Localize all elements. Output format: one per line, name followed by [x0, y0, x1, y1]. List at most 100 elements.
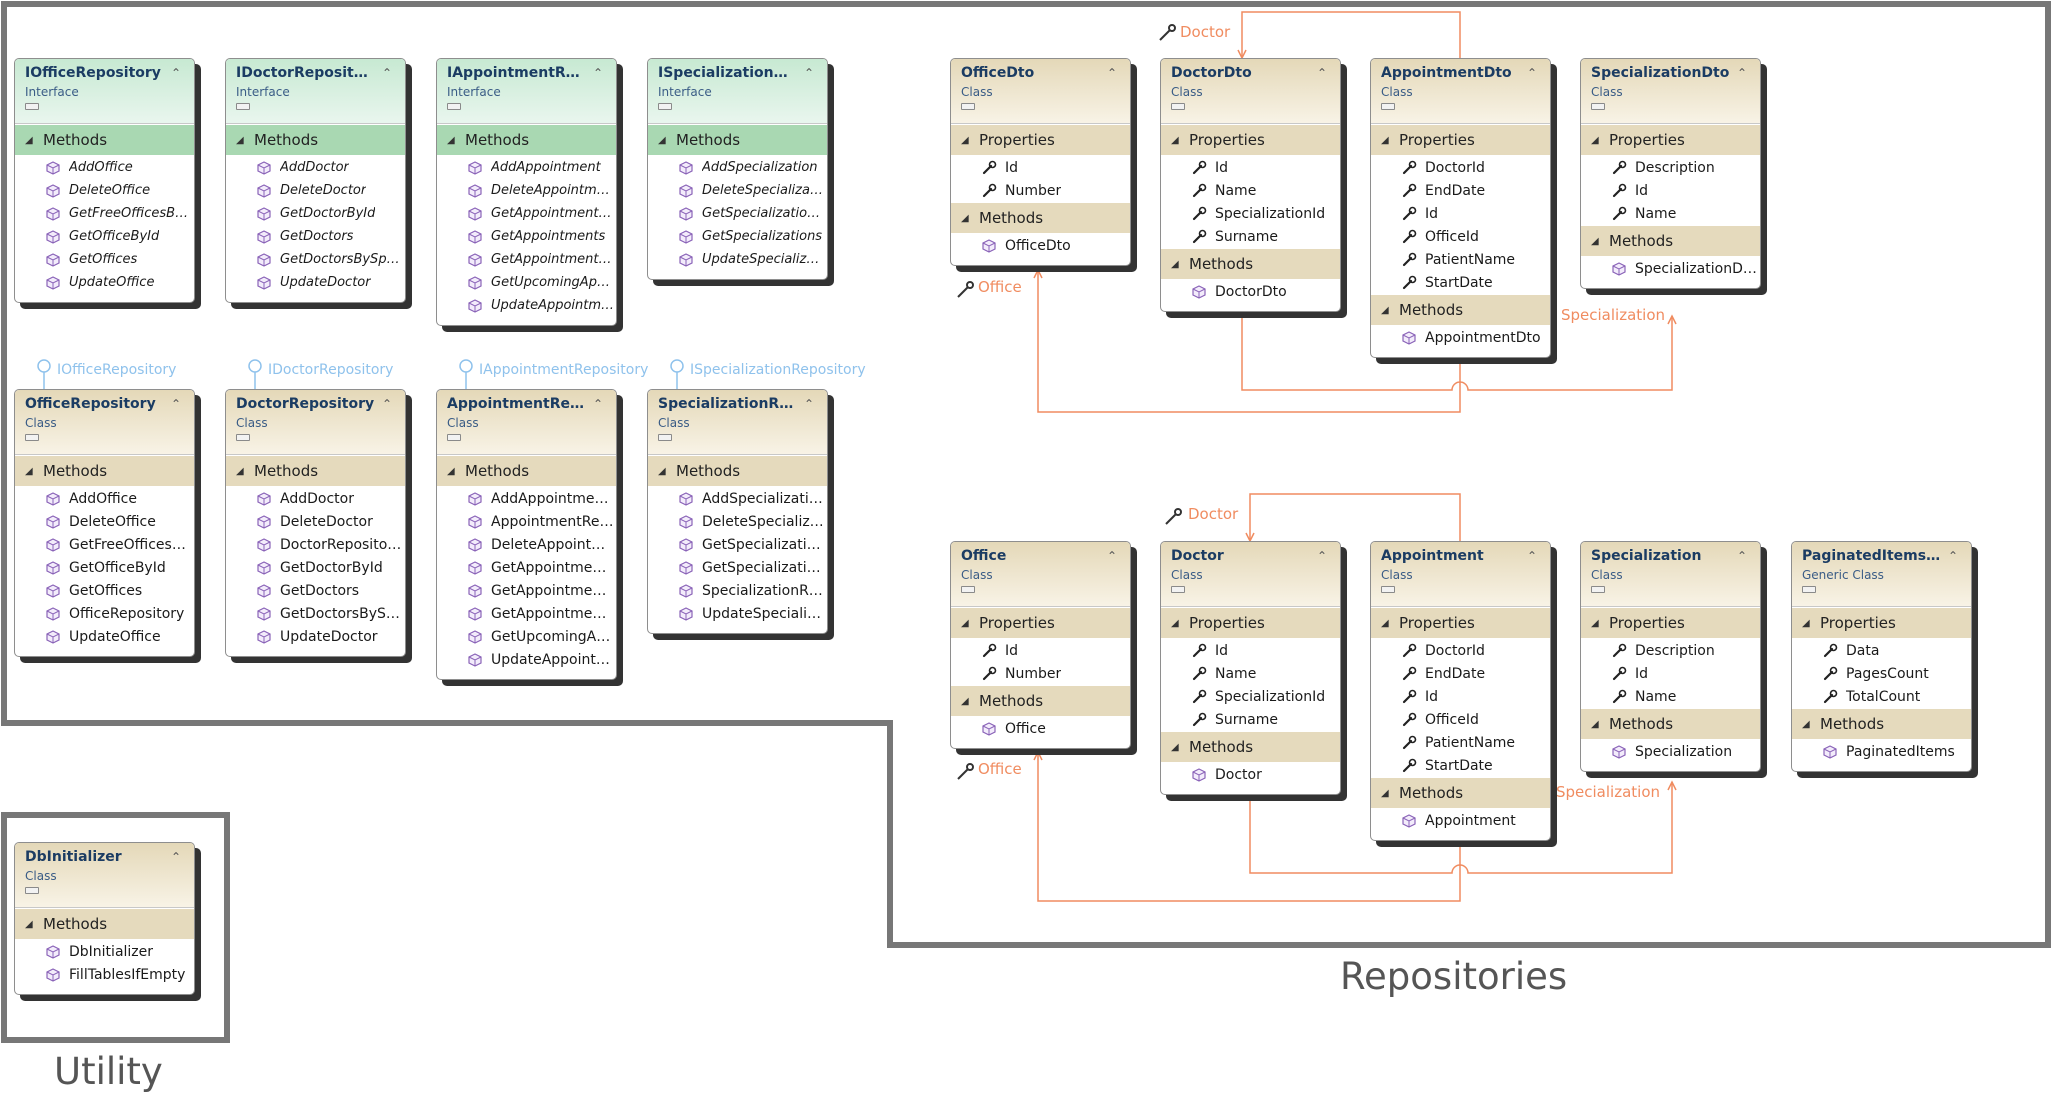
property-item[interactable]: EndDate [1371, 179, 1550, 202]
expand-triangle-icon[interactable]: ◢ [1171, 258, 1179, 270]
method-item[interactable]: DeleteDoctor [226, 510, 405, 533]
expand-triangle-icon[interactable]: ◢ [1381, 787, 1389, 799]
section-header-methods[interactable]: ◢Methods [1581, 709, 1760, 739]
method-item[interactable]: DeleteAppointment [437, 179, 616, 202]
property-item[interactable]: Number [951, 662, 1130, 685]
section-header-methods[interactable]: ◢Methods [437, 456, 616, 486]
property-item[interactable]: Id [1371, 202, 1550, 225]
expand-triangle-icon[interactable]: ◢ [961, 695, 969, 707]
expand-triangle-icon[interactable]: ◢ [1591, 617, 1599, 629]
property-item[interactable]: SpecializationId [1161, 202, 1340, 225]
method-item[interactable]: AddDoctor [226, 487, 405, 510]
method-item[interactable]: GetOffices [15, 579, 194, 602]
section-header-properties[interactable]: ◢Properties [1161, 608, 1340, 638]
expand-triangle-icon[interactable]: ◢ [1381, 134, 1389, 146]
method-item[interactable]: DeleteDoctor [226, 179, 405, 202]
toggle-details-icon[interactable] [25, 103, 39, 110]
collapse-chevron-icon[interactable]: ⌃ [803, 66, 815, 80]
expand-triangle-icon[interactable]: ◢ [658, 134, 666, 146]
section-header-properties[interactable]: ◢Properties [1371, 608, 1550, 638]
property-item[interactable]: PagesCount [1792, 662, 1971, 685]
collapse-chevron-icon[interactable]: ⌃ [1736, 66, 1748, 80]
method-item[interactable]: DbInitializer [15, 940, 194, 963]
method-item[interactable]: DeleteSpecializ… [648, 510, 827, 533]
method-item[interactable]: FillTablesIfEmpty [15, 963, 194, 986]
method-item[interactable]: GetAppointme… [437, 579, 616, 602]
expand-triangle-icon[interactable]: ◢ [658, 465, 666, 477]
expand-triangle-icon[interactable]: ◢ [1171, 741, 1179, 753]
property-item[interactable]: PatientName [1371, 731, 1550, 754]
method-item[interactable]: GetAppointments [437, 225, 616, 248]
property-item[interactable]: Id [1371, 685, 1550, 708]
section-header-properties[interactable]: ◢Properties [951, 608, 1130, 638]
method-item[interactable]: UpdateOffice [15, 625, 194, 648]
class-header[interactable]: IAppointmentR…Interface⌃ [437, 59, 616, 124]
property-item[interactable]: OfficeId [1371, 708, 1550, 731]
property-item[interactable]: Data [1792, 639, 1971, 662]
property-item[interactable]: SpecializationId [1161, 685, 1340, 708]
class-header[interactable]: IDoctorReposito…Interface⌃ [226, 59, 405, 124]
method-item[interactable]: GetDoctors [226, 225, 405, 248]
method-item[interactable]: DeleteOffice [15, 510, 194, 533]
method-item[interactable]: OfficeRepository [15, 602, 194, 625]
property-item[interactable]: Id [1581, 179, 1760, 202]
expand-triangle-icon[interactable]: ◢ [1591, 235, 1599, 247]
expand-triangle-icon[interactable]: ◢ [1171, 617, 1179, 629]
collapse-chevron-icon[interactable]: ⌃ [170, 66, 182, 80]
method-item[interactable]: GetAppointme… [437, 556, 616, 579]
toggle-details-icon[interactable] [1591, 586, 1605, 593]
property-item[interactable]: DoctorId [1371, 156, 1550, 179]
class-header[interactable]: PaginatedItems…Generic Class⌃ [1792, 542, 1971, 607]
toggle-details-icon[interactable] [1802, 586, 1816, 593]
method-item[interactable]: UpdateSpecializat… [648, 248, 827, 271]
method-item[interactable]: GetSpecialization… [648, 202, 827, 225]
toggle-details-icon[interactable] [25, 887, 39, 894]
property-item[interactable]: StartDate [1371, 271, 1550, 294]
property-item[interactable]: TotalCount [1792, 685, 1971, 708]
property-item[interactable]: Description [1581, 156, 1760, 179]
expand-triangle-icon[interactable]: ◢ [236, 465, 244, 477]
property-item[interactable]: Id [951, 639, 1130, 662]
section-header-methods[interactable]: ◢Methods [437, 125, 616, 155]
method-item[interactable]: GetFreeOffices… [15, 533, 194, 556]
collapse-chevron-icon[interactable]: ⌃ [170, 397, 182, 411]
expand-triangle-icon[interactable]: ◢ [961, 212, 969, 224]
expand-triangle-icon[interactable]: ◢ [25, 465, 33, 477]
method-item[interactable]: GetDoctorById [226, 556, 405, 579]
method-item[interactable]: PaginatedItems [1792, 740, 1971, 763]
property-item[interactable]: Name [1161, 179, 1340, 202]
method-item[interactable]: GetAppointments… [437, 248, 616, 271]
method-item[interactable]: AddDoctor [226, 156, 405, 179]
collapse-chevron-icon[interactable]: ⌃ [803, 397, 815, 411]
toggle-details-icon[interactable] [1171, 103, 1185, 110]
expand-triangle-icon[interactable]: ◢ [236, 134, 244, 146]
toggle-details-icon[interactable] [961, 103, 975, 110]
toggle-details-icon[interactable] [1381, 586, 1395, 593]
section-header-properties[interactable]: ◢Properties [1371, 125, 1550, 155]
expand-triangle-icon[interactable]: ◢ [25, 918, 33, 930]
method-item[interactable]: GetUpcomingA… [437, 625, 616, 648]
expand-triangle-icon[interactable]: ◢ [961, 617, 969, 629]
expand-triangle-icon[interactable]: ◢ [1591, 718, 1599, 730]
toggle-details-icon[interactable] [1591, 103, 1605, 110]
collapse-chevron-icon[interactable]: ⌃ [381, 66, 393, 80]
section-header-methods[interactable]: ◢Methods [951, 686, 1130, 716]
method-item[interactable]: DeleteAppoint… [437, 533, 616, 556]
expand-triangle-icon[interactable]: ◢ [961, 134, 969, 146]
method-item[interactable]: GetFreeOfficesBy… [15, 202, 194, 225]
method-item[interactable]: DeleteSpecializati… [648, 179, 827, 202]
method-item[interactable]: GetAppointmentB… [437, 202, 616, 225]
method-item[interactable]: AddSpecialization [648, 156, 827, 179]
section-header-methods[interactable]: ◢Methods [1371, 295, 1550, 325]
